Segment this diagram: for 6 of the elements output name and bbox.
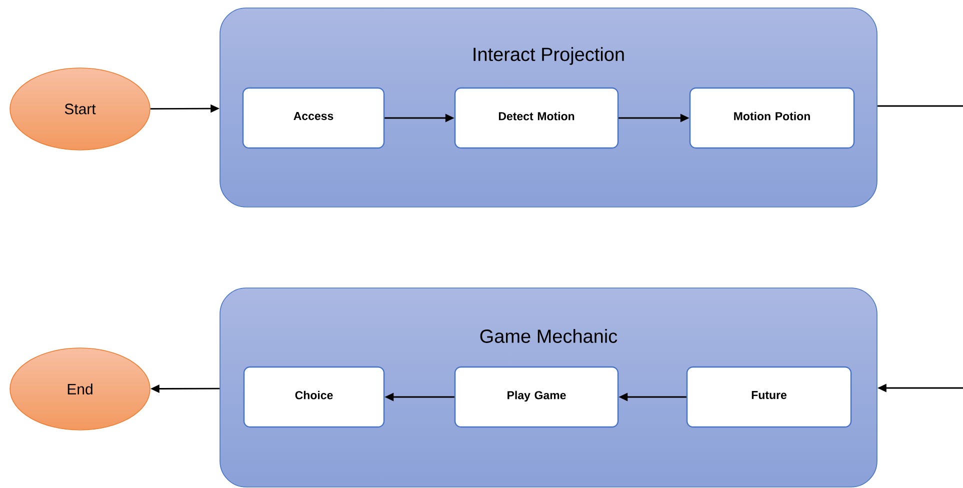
process-box: Future	[686, 366, 852, 428]
process-box: Play Game	[454, 366, 619, 428]
process-box: Motion Potion	[689, 87, 855, 149]
process-box: Choice	[243, 366, 385, 428]
process-box: Detect Motion	[454, 87, 619, 149]
process-box: Access	[242, 87, 385, 149]
